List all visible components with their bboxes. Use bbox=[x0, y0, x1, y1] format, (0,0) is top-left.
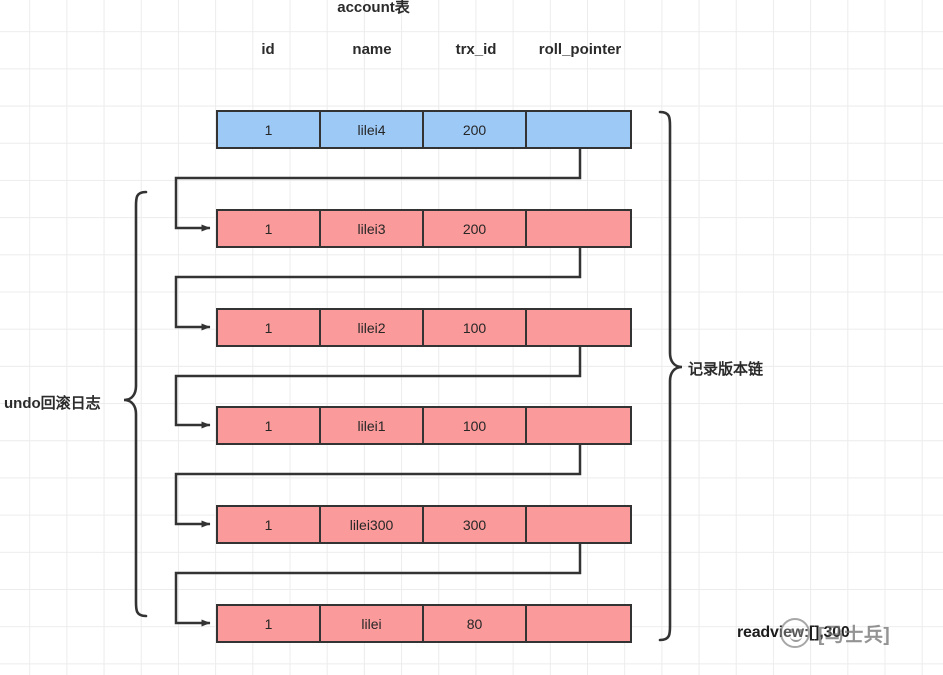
column-header-id: id bbox=[261, 41, 275, 58]
undo-log-brace bbox=[123, 190, 148, 618]
cell-roll-pointer bbox=[527, 408, 630, 443]
cell-id: 1 bbox=[218, 112, 321, 147]
cell-id: 1 bbox=[218, 211, 321, 246]
table-row: 1 lilei4 200 bbox=[216, 110, 632, 149]
cell-trx-id: 200 bbox=[424, 112, 527, 147]
cell-name: lilei2 bbox=[321, 310, 424, 345]
cell-id: 1 bbox=[218, 310, 321, 345]
table-row: 1 lilei300 300 bbox=[216, 505, 632, 544]
cell-id: 1 bbox=[218, 606, 321, 641]
cell-trx-id: 200 bbox=[424, 211, 527, 246]
roll-pointer-connector-2 bbox=[174, 248, 582, 331]
cell-id: 1 bbox=[218, 507, 321, 542]
column-header-roll-pointer: roll_pointer bbox=[538, 41, 622, 58]
table-row: 1 lilei2 100 bbox=[216, 308, 632, 347]
cell-trx-id: 100 bbox=[424, 310, 527, 345]
page-title: account表 bbox=[337, 0, 410, 16]
cell-name: lilei300 bbox=[321, 507, 424, 542]
column-header-trx-id: trx_id bbox=[455, 41, 497, 58]
cell-trx-id: 300 bbox=[424, 507, 527, 542]
table-row: 1 lilei 80 bbox=[216, 604, 632, 643]
cell-trx-id: 100 bbox=[424, 408, 527, 443]
column-header-name: name bbox=[352, 41, 392, 58]
cell-name: lilei4 bbox=[321, 112, 424, 147]
cell-roll-pointer bbox=[527, 606, 630, 641]
roll-pointer-connector-1 bbox=[174, 149, 582, 232]
cell-roll-pointer bbox=[527, 211, 630, 246]
cell-id: 1 bbox=[218, 408, 321, 443]
cell-name: lilei3 bbox=[321, 211, 424, 246]
readview-note: readview:[],300 bbox=[737, 624, 850, 641]
table-row: 1 lilei1 100 bbox=[216, 406, 632, 445]
cell-name: lilei bbox=[321, 606, 424, 641]
cell-roll-pointer bbox=[527, 112, 630, 147]
cell-name: lilei1 bbox=[321, 408, 424, 443]
roll-pointer-connector-5 bbox=[174, 544, 582, 627]
table-row: 1 lilei3 200 bbox=[216, 209, 632, 248]
version-chain-label: 记录版本链 bbox=[688, 361, 764, 378]
version-chain-brace bbox=[658, 110, 683, 642]
cell-trx-id: 80 bbox=[424, 606, 527, 641]
undo-log-label: undo回滚日志 bbox=[4, 395, 101, 412]
roll-pointer-connector-3 bbox=[174, 347, 582, 429]
cell-roll-pointer bbox=[527, 310, 630, 345]
cell-roll-pointer bbox=[527, 507, 630, 542]
roll-pointer-connector-4 bbox=[174, 445, 582, 528]
